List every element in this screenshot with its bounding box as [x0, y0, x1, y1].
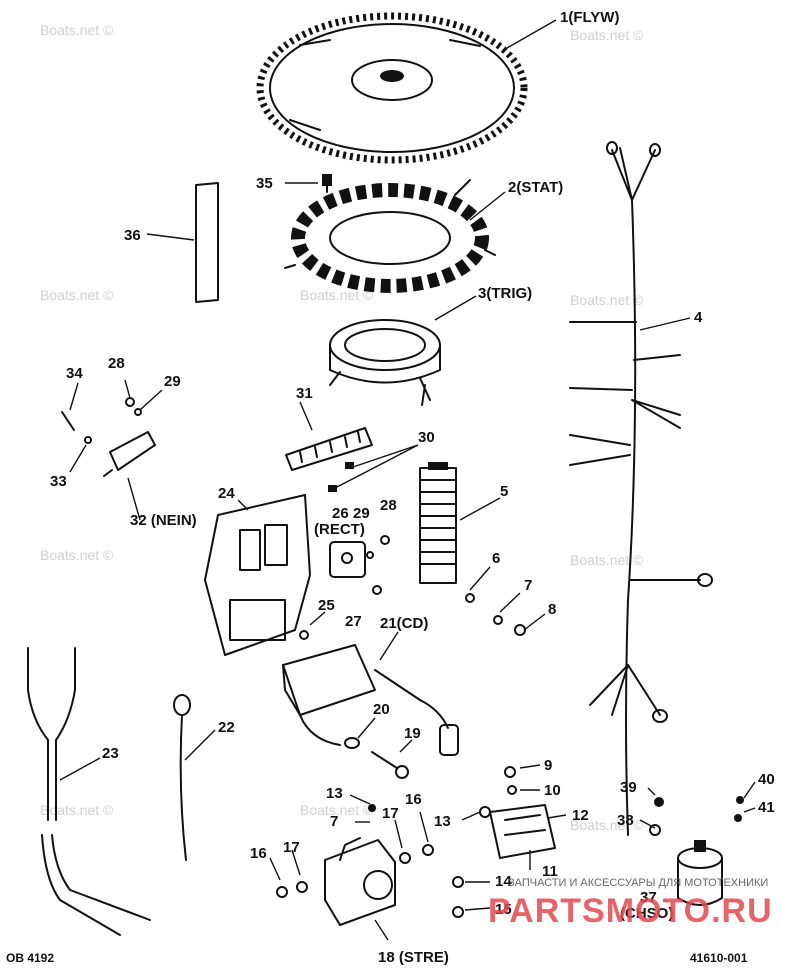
- label-part-37-chso: (CHSO): [620, 905, 673, 922]
- watermark: Boats.net ©: [40, 287, 114, 303]
- terminal-strip-part-5: [419, 462, 457, 584]
- label-part-22: 22: [218, 719, 235, 736]
- label-part-35: 35: [256, 175, 273, 192]
- bracket-part-24: [204, 494, 311, 656]
- label-part-17b: 17: [283, 839, 300, 856]
- label-part-4: 4: [694, 309, 703, 326]
- watermark: Boats.net ©: [570, 552, 644, 568]
- brand-tagline: ЗАПЧАСТИ И АКСЕССУАРЫ ДЛЯ МОТОТЕХНИКИ: [508, 877, 768, 889]
- label-part-31: 31: [296, 385, 313, 402]
- label-part-14: 14: [495, 873, 512, 890]
- label-part-15: 15: [495, 901, 512, 918]
- label-part-30: 30: [418, 429, 435, 446]
- flywheel-part: [256, 12, 528, 164]
- watermark: Boats.net ©: [570, 292, 644, 308]
- label-part-9: 9: [544, 757, 552, 774]
- label-part-19: 19: [404, 725, 421, 742]
- label-part-2: 2(STAT): [508, 179, 563, 196]
- label-part-10: 10: [544, 782, 561, 799]
- label-part-25: 25: [318, 597, 335, 614]
- nein-part-32: [103, 431, 156, 477]
- regulator-part-12: [489, 804, 556, 859]
- label-part-32: 32 (NEIN): [130, 512, 197, 529]
- trigger-part: [329, 319, 441, 406]
- watermark: Boats.net ©: [40, 802, 114, 818]
- brand-logo: PARTSMOTO.RU: [488, 892, 773, 930]
- brand-overlay: ЗАПЧАСТИ И АКСЕССУАРЫ ДЛЯ МОТОТЕХНИКИ PA…: [488, 877, 773, 930]
- label-part-41: 41: [758, 799, 775, 816]
- label-part-16b: 16: [250, 845, 267, 862]
- label-part-37: 37: [640, 889, 657, 906]
- label-part-28b: 28: [380, 497, 397, 514]
- label-part-11: 11: [542, 863, 558, 880]
- label-part-24: 24: [218, 485, 235, 502]
- wire-harness-part: [569, 141, 713, 836]
- label-part-26-rect: (RECT): [314, 521, 365, 538]
- rectifier-part-26: [329, 541, 366, 578]
- label-part-27: 27: [345, 613, 362, 630]
- label-part-17: 17: [382, 805, 399, 822]
- drawing-code-left: OB 4192: [6, 951, 54, 965]
- label-part-7: 7: [524, 577, 532, 594]
- label-part-29b: 29: [353, 505, 370, 522]
- terminal-block-part-31: [285, 427, 373, 471]
- label-part-34: 34: [66, 365, 83, 382]
- drawing-code-right: 41610-001: [690, 951, 748, 965]
- label-part-7b: 7: [330, 813, 338, 830]
- battery-cable-part-23: [27, 647, 151, 936]
- choke-solenoid-part-37: [677, 840, 723, 906]
- watermark: Boats.net ©: [40, 547, 114, 563]
- label-part-16: 16: [405, 791, 422, 808]
- lead-part-22: [173, 694, 191, 861]
- label-part-21: 21(CD): [380, 615, 428, 632]
- label-part-18: 18 (STRE): [378, 949, 449, 966]
- bolt-part-19: [371, 751, 409, 779]
- label-part-29: 29: [164, 373, 181, 390]
- label-part-33: 33: [50, 473, 67, 490]
- leader-lines: [59, 19, 756, 941]
- label-part-23: 23: [102, 745, 119, 762]
- watermark: Boats.net ©: [570, 817, 644, 833]
- watermark: Boats.net ©: [300, 287, 374, 303]
- label-part-3: 3(TRIG): [478, 285, 532, 302]
- label-part-38: 38: [617, 812, 634, 829]
- watermark: Boats.net ©: [300, 802, 374, 818]
- cd-module-part-21: [282, 644, 459, 756]
- label-part-28: 28: [108, 355, 125, 372]
- label-part-39: 39: [620, 779, 637, 796]
- watermark: Boats.net ©: [570, 27, 644, 43]
- label-part-40: 40: [758, 771, 775, 788]
- label-part-13b: 13: [434, 813, 451, 830]
- insulator-part-36: [195, 182, 219, 303]
- starter-relay-part-18: [324, 837, 396, 926]
- label-part-6: 6: [492, 550, 500, 567]
- callout-labels: 1(FLYW) 35 36 2(STAT) 3(TRIG) 4 28 29 34…: [50, 9, 775, 966]
- label-part-8: 8: [548, 601, 556, 618]
- label-part-26: 26: [332, 505, 349, 522]
- label-part-20: 20: [373, 701, 390, 718]
- label-part-5: 5: [500, 483, 508, 500]
- label-part-36: 36: [124, 227, 141, 244]
- label-part-12: 12: [572, 807, 589, 824]
- screws-part-30: [328, 462, 354, 492]
- label-part-13: 13: [326, 785, 343, 802]
- screw-part-35: [322, 174, 332, 193]
- watermark: Boats.net ©: [40, 22, 114, 38]
- bolt-part-34: [61, 411, 75, 431]
- washer-part-20: [344, 737, 360, 749]
- watermarks: Boats.net © Boats.net © Boats.net © Boat…: [40, 22, 644, 833]
- stator-part: [284, 179, 496, 293]
- label-part-1: 1(FLYW): [560, 9, 619, 26]
